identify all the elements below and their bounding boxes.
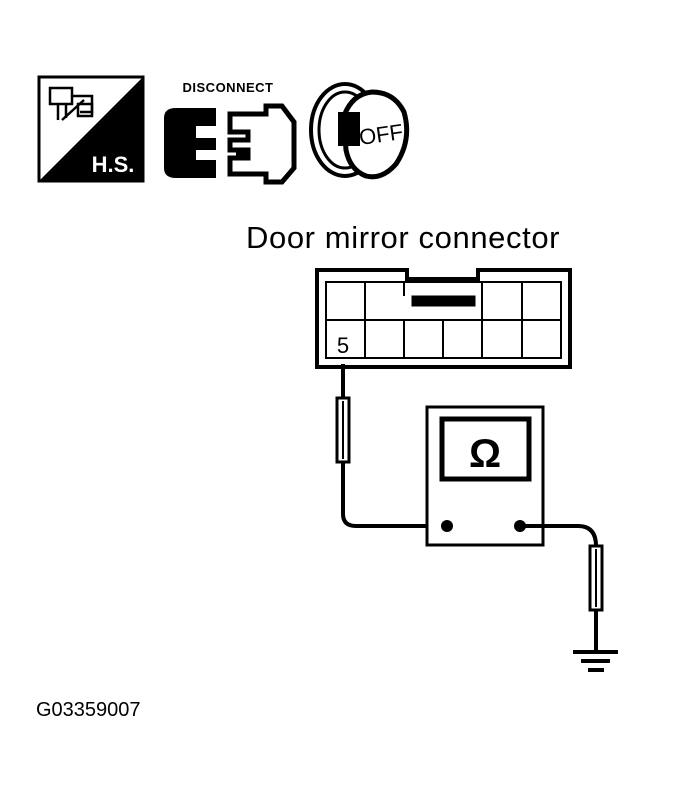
harness-connector-sketch-icon	[48, 86, 94, 121]
disconnect-label: DISCONNECT	[183, 80, 274, 95]
connector-cavity-grid	[325, 281, 562, 359]
door-mirror-connector	[315, 268, 572, 369]
ohmmeter: Ω	[425, 405, 545, 547]
ohm-symbol: Ω	[469, 432, 501, 476]
disconnect-left-connector-icon	[164, 108, 216, 178]
ignition-off-icon: OFF	[309, 82, 410, 180]
harness-icon: H.S.	[37, 75, 145, 183]
terminal-number-label: 5	[337, 333, 349, 358]
disconnect-right-connector-icon	[227, 103, 297, 185]
figure-code: G03359007	[36, 699, 141, 721]
ignition-off-label: OFF	[357, 119, 404, 150]
ground-symbol-icon	[573, 650, 618, 672]
disconnect-icon: DISCONNECT	[164, 80, 297, 185]
test-lead-to-ground	[520, 524, 604, 651]
meter-terminal-left	[441, 520, 453, 532]
harness-label: H.S.	[92, 152, 135, 177]
test-lead-to-terminal	[335, 364, 446, 528]
diagram-title: Door mirror connector	[246, 220, 560, 255]
connector-lock-tab	[411, 295, 476, 307]
ohmmeter-display	[439, 416, 532, 482]
